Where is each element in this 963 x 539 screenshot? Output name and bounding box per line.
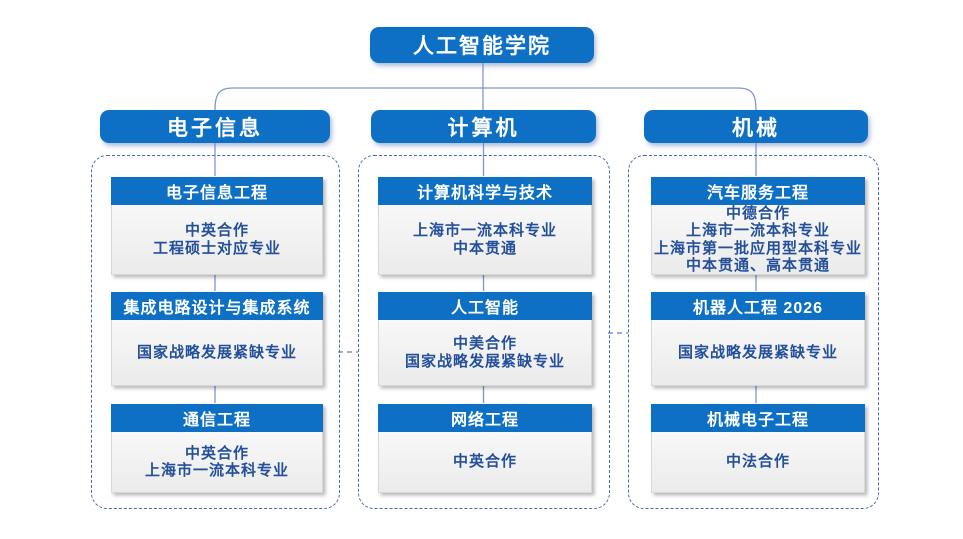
department-group-mechanical: 汽车服务工程 中德合作 上海市一流本科专业 上海市第一批应用型本科专业 中本贯通… <box>628 155 879 509</box>
program-card-body: 中德合作 上海市一流本科专业 上海市第一批应用型本科专业 中本贯通、高本贯通 <box>651 205 865 275</box>
program-card: 人工智能 中美合作 国家战略发展紧缺专业 <box>378 292 592 386</box>
program-card-header: 通信工程 <box>111 404 323 432</box>
program-card-header: 机械电子工程 <box>651 404 865 432</box>
program-card: 网络工程 中英合作 <box>378 404 592 493</box>
program-card-body: 国家战略发展紧缺专业 <box>111 320 323 386</box>
department-group-electronics: 电子信息工程 中英合作 工程硕士对应专业 集成电路设计与集成系统 国家战略发展紧… <box>91 155 340 509</box>
program-card-header: 人工智能 <box>378 292 592 320</box>
program-card-body: 中英合作 <box>378 432 592 493</box>
program-card: 汽车服务工程 中德合作 上海市一流本科专业 上海市第一批应用型本科专业 中本贯通… <box>651 177 865 275</box>
program-card-header: 网络工程 <box>378 404 592 432</box>
root-node-college-title: 人工智能学院 <box>370 27 594 63</box>
branch-node-electronics: 电子信息 <box>100 110 330 143</box>
program-card: 计算机科学与技术 上海市一流本科专业 中本贯通 <box>378 177 592 275</box>
branch-node-computer: 计算机 <box>371 110 596 143</box>
program-card-body: 中法合作 <box>651 432 865 493</box>
program-card-body: 国家战略发展紧缺专业 <box>651 320 865 386</box>
program-card: 机械电子工程 中法合作 <box>651 404 865 493</box>
program-card-body: 上海市一流本科专业 中本贯通 <box>378 205 592 275</box>
program-card: 电子信息工程 中英合作 工程硕士对应专业 <box>111 177 323 275</box>
program-card-header: 计算机科学与技术 <box>378 177 592 205</box>
program-card: 集成电路设计与集成系统 国家战略发展紧缺专业 <box>111 292 323 386</box>
program-card-body: 中英合作 工程硕士对应专业 <box>111 205 323 275</box>
program-card-header: 汽车服务工程 <box>651 177 865 205</box>
program-card-body: 中美合作 国家战略发展紧缺专业 <box>378 320 592 386</box>
program-card-header: 电子信息工程 <box>111 177 323 205</box>
program-card-body: 中英合作 上海市一流本科专业 <box>111 432 323 493</box>
department-group-computer: 计算机科学与技术 上海市一流本科专业 中本贯通 人工智能 中美合作 国家战略发展… <box>358 155 610 509</box>
program-card: 机器人工程 2026 国家战略发展紧缺专业 <box>651 292 865 386</box>
program-card-header: 机器人工程 2026 <box>651 292 865 320</box>
branch-node-mechanical: 机械 <box>644 110 868 143</box>
program-card-header: 集成电路设计与集成系统 <box>111 292 323 320</box>
program-card: 通信工程 中英合作 上海市一流本科专业 <box>111 404 323 493</box>
